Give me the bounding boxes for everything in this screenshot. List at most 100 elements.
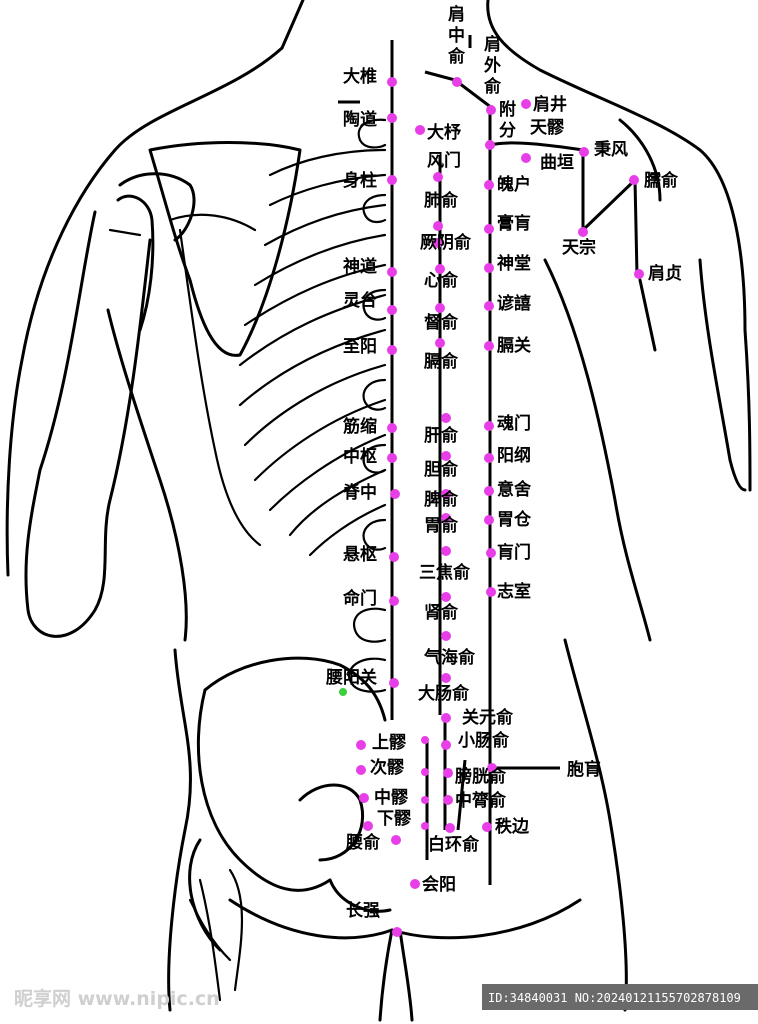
meridian-lines [338, 35, 639, 885]
label-zhibian: 秩边 [495, 817, 530, 837]
dot-jinsuo [387, 423, 397, 433]
label-jueyinshu: 厥阴俞 [420, 232, 472, 253]
dot-yaoyangguan [389, 678, 399, 688]
label-shangliao: 上髎 [372, 733, 407, 753]
dot-jizhong [390, 489, 400, 499]
watermark: 昵享网 www.nipic.cn ID:34840031 NO:20240121… [14, 984, 758, 1010]
ribs [178, 148, 387, 557]
dot-shenzhu [387, 175, 397, 185]
label-geshu: 膈俞 [424, 351, 459, 372]
dot-yixi [484, 301, 494, 311]
label-yishe: 意舍 [497, 479, 531, 500]
dot-jianzhen [634, 269, 644, 279]
dot-dazhu [415, 125, 425, 135]
dot-shentang [484, 263, 494, 273]
label-jianjing: 肩井 [533, 94, 567, 115]
dot-yanggang [484, 453, 494, 463]
label-dushu: 督俞 [424, 312, 459, 333]
dot-xuanshu [389, 552, 399, 562]
dot-yaoshu [391, 835, 401, 845]
dot-huiyang [410, 879, 420, 889]
vertebrae [348, 118, 387, 693]
dot-zhongshu [387, 453, 397, 463]
watermark-left: 昵享网 www.nipic.cn [14, 987, 220, 1010]
dot-shenshu [441, 592, 451, 602]
label-shendao: 神道 [343, 256, 377, 277]
dot-weishu [441, 513, 451, 523]
dot-xiaochangshu [441, 740, 451, 750]
label-gaohuang: 膏肓 [497, 213, 531, 234]
label-naoshu: 臑俞 [644, 170, 679, 191]
dot-pangguangshu [443, 768, 453, 778]
watermark-right: ID:34840031 NO:20240121155702878109 [488, 991, 741, 1005]
dot-baihuanshu [445, 823, 455, 833]
label-zhongshu: 中枢 [343, 446, 377, 467]
dot-lingtai [387, 305, 397, 315]
label-ciliao: 次髎 [370, 757, 405, 778]
label-zhonglvshu: 中膂俞 [455, 790, 507, 811]
label-baohuang: 胞肓 [567, 759, 601, 780]
dot-taodao [387, 113, 397, 123]
label-yaoshu: 腰俞 [346, 832, 381, 853]
dot-baohuang [487, 763, 497, 773]
dot-highlight [339, 688, 347, 696]
label-huangmen: 肓门 [497, 542, 531, 563]
label-qihaishu: 气海俞 [423, 647, 476, 668]
dot-yishe [484, 486, 494, 496]
dot-gaohuang [484, 224, 494, 234]
label-jinsuo: 筋缩 [342, 416, 377, 437]
dot-zhishi [486, 587, 496, 597]
label-tianzong: 天宗 [562, 237, 596, 258]
dot-zhibian [482, 822, 492, 832]
dot-weicang [484, 515, 494, 525]
label-yaoyangguan: 腰阳关 [326, 667, 377, 688]
label-weicang: 胃仓 [497, 509, 532, 530]
dot-jianjing [521, 99, 531, 109]
label-tianliao: 天髎 [530, 118, 565, 138]
label-lingtai: 灵台 [343, 290, 377, 311]
pelvis [188, 656, 392, 1002]
dot-zhonglvshu [443, 795, 453, 805]
dot-mingmen [389, 596, 399, 606]
acupoint-dots [339, 77, 644, 937]
label-shentang: 神堂 [497, 253, 531, 274]
label-fufen: 附分 [499, 99, 516, 141]
dot-pohu [484, 180, 494, 190]
dot-xinshu [435, 264, 445, 274]
label-jianwaishu: 肩外俞 [483, 34, 502, 97]
dot-zhongliao [359, 793, 369, 803]
dot-dachangshu [441, 673, 451, 683]
dot-guanyuanshu [441, 713, 451, 723]
dot-fengmen [433, 172, 443, 182]
dot-naoshu [629, 175, 639, 185]
dot-tianzong [578, 227, 588, 237]
label-pishu: 脾俞 [424, 489, 459, 510]
label-dachangshu: 大肠俞 [418, 683, 470, 704]
dot-xialiao [363, 821, 373, 831]
label-jianzhongshu: 肩中俞 [447, 4, 466, 67]
dot-jueyinshu [433, 238, 443, 248]
dot-quyuan [521, 153, 531, 163]
dot-fufen [485, 140, 495, 150]
dot-qihaishu [441, 631, 451, 641]
dot-bingfeng [579, 147, 589, 157]
dot-ganshu [441, 413, 451, 423]
label-danshu: 胆俞 [424, 459, 459, 480]
dot-ciliao [356, 765, 366, 775]
dot-changqiang [392, 927, 402, 937]
label-xiaochangshu: 小肠俞 [458, 730, 510, 751]
label-weishu: 胃俞 [424, 515, 459, 536]
label-fengmen: 风门 [427, 150, 461, 171]
dot-shendao [387, 267, 397, 277]
dot-pishu [441, 489, 451, 499]
dot-dazhui [387, 77, 397, 87]
dot-danshu [441, 451, 451, 461]
label-taodao: 陶道 [343, 109, 377, 130]
label-huiyang: 会阳 [422, 874, 456, 895]
label-yixi: 谚譆 [497, 293, 531, 314]
dot-dushu [435, 303, 445, 313]
dot-feishu [433, 221, 443, 231]
label-xinshu: 心俞 [424, 270, 459, 291]
dot-hunmen [484, 421, 494, 431]
